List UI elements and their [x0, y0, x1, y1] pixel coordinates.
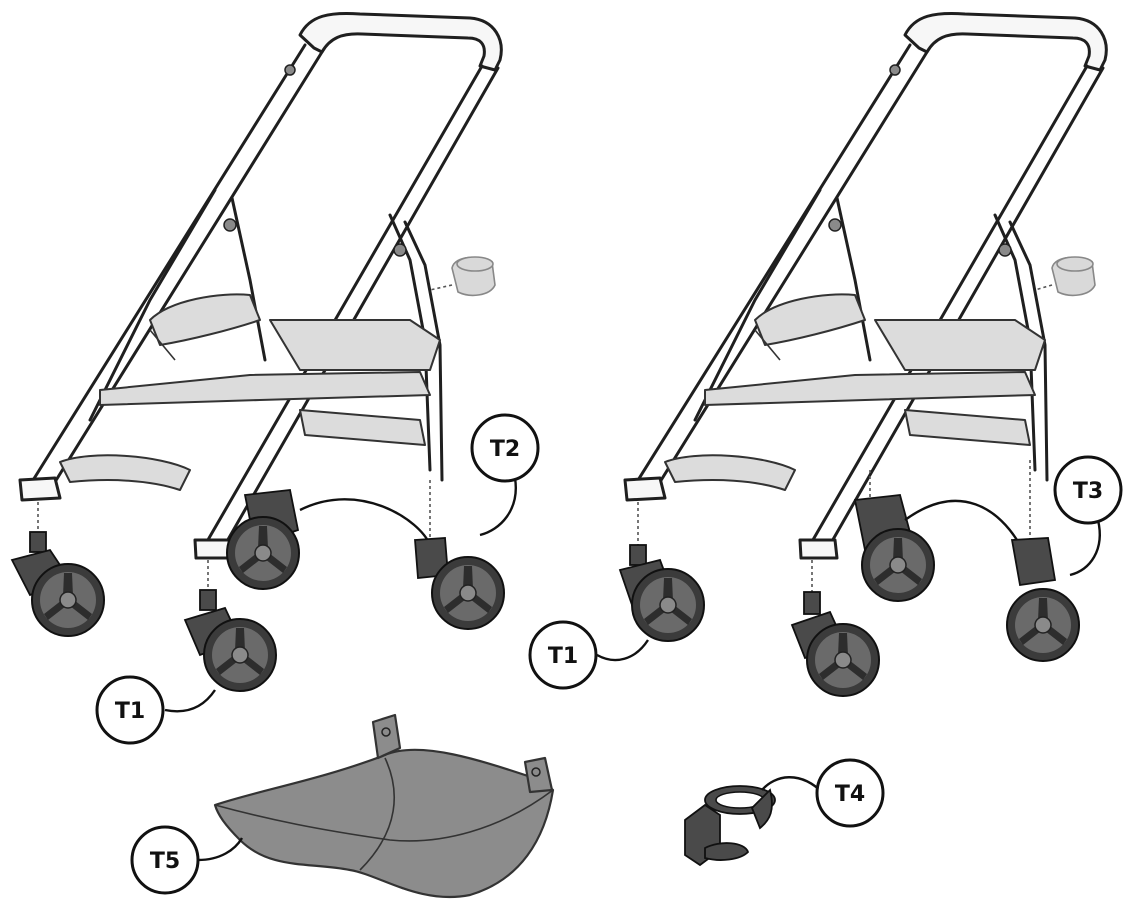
cup-holder — [684, 785, 776, 867]
right-stroller-frame — [623, 11, 1108, 560]
callout-t1-left: T1 — [95, 675, 165, 745]
callout-t1-right-label: T1 — [548, 644, 578, 669]
left-front-swivel-wheel-b — [183, 560, 277, 692]
right-front-swivel-wheel-a — [618, 502, 705, 642]
callout-t5: T5 — [130, 825, 200, 895]
left-rear-wheels — [226, 480, 505, 630]
basket — [213, 713, 555, 899]
callout-t2: T2 — [470, 413, 540, 483]
left-cup-holder-ghost — [429, 256, 496, 297]
left-stroller-frame — [18, 11, 503, 560]
right-cup-holder-ghost — [1034, 256, 1096, 297]
callout-t3-label: T3 — [1073, 479, 1103, 504]
callout-t3: T3 — [1053, 455, 1123, 525]
left-stroller-assembly — [10, 11, 505, 692]
callout-t1-left-label: T1 — [115, 699, 145, 724]
right-stroller-assembly — [618, 11, 1108, 697]
callout-t4: T4 — [815, 758, 885, 828]
leader-t5 — [197, 837, 244, 862]
leader-t3 — [1069, 519, 1101, 577]
right-front-swivel-wheel-b — [790, 560, 880, 697]
leader-t1-right — [596, 639, 650, 662]
leader-t1-left — [164, 689, 216, 713]
callout-t1-right: T1 — [528, 620, 598, 690]
right-rear-wheels — [853, 460, 1080, 662]
callout-t2-label: T2 — [490, 437, 520, 462]
leader-t4 — [761, 776, 824, 794]
callout-t5-label: T5 — [150, 849, 180, 874]
callout-t4-label: T4 — [835, 782, 865, 807]
leader-t2 — [479, 477, 517, 537]
left-front-swivel-wheel-a — [10, 502, 105, 637]
